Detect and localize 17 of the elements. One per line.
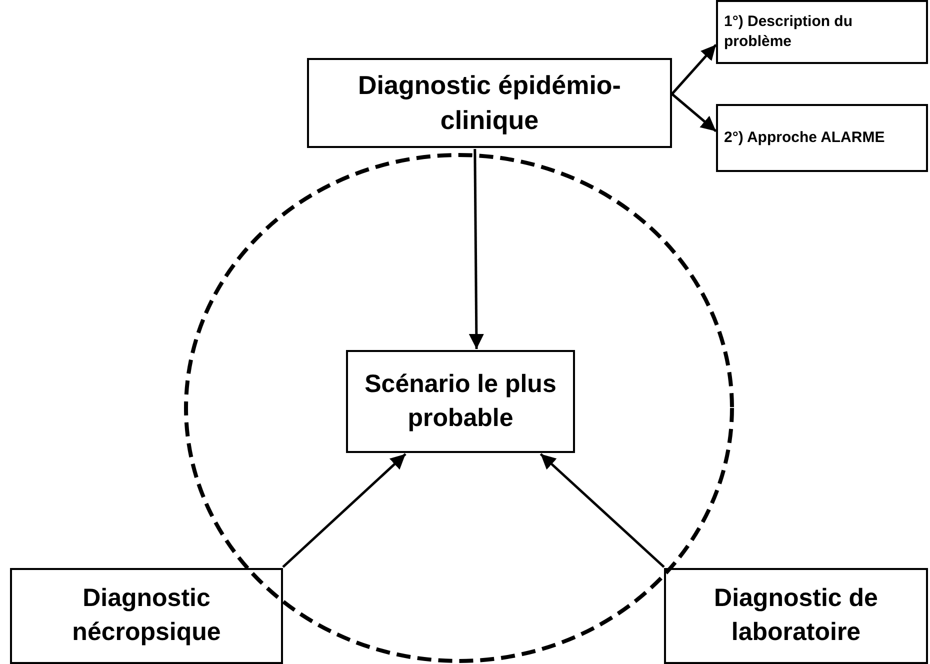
text-box [10,568,283,664]
box-text: Diagnostic épidémio-clinique [357,68,622,137]
box-text: Diagnostic de laboratoire [713,583,879,648]
arrow [671,44,717,95]
arrow [540,453,665,568]
box-text: 2°) Approche ALARME [724,128,885,148]
arrow [282,453,406,568]
text-box [716,104,928,172]
text-box [346,350,575,453]
box-text: 1°) Description du problème [724,12,854,52]
box-text: Scénario le plus probable [364,368,558,434]
text-box [716,0,928,64]
text-box [307,58,672,148]
text-box [664,568,928,664]
arrow [468,149,484,349]
box-text: Diagnostic nécropsique [71,583,222,648]
arrow [671,93,717,132]
